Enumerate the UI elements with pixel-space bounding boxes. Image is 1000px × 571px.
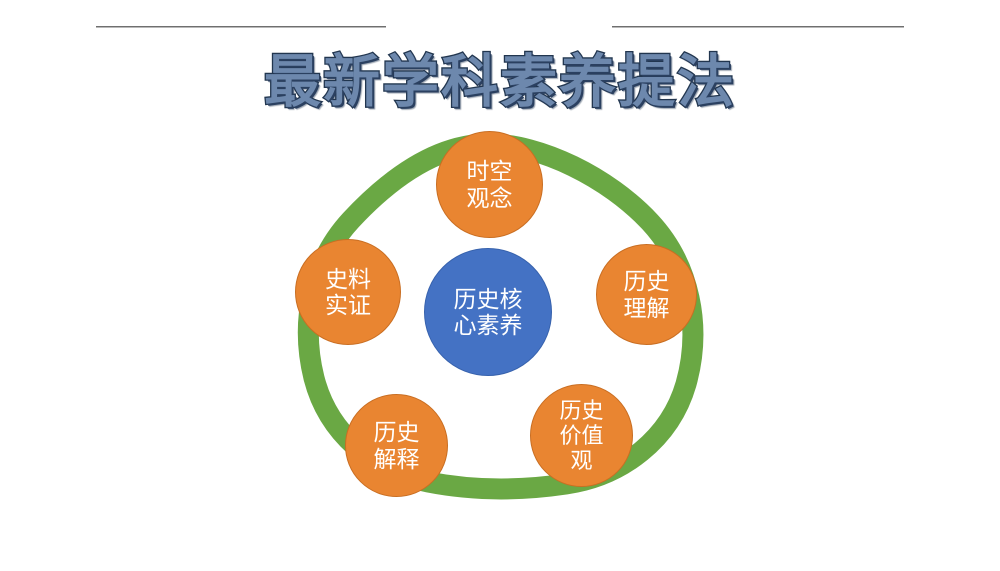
node-label-historical-interpretation: 历史 解释: [373, 419, 420, 472]
node-historical-understanding[interactable]: 历史 理解: [596, 244, 697, 345]
top-rule-right: [612, 26, 904, 28]
top-rule-left: [96, 26, 386, 28]
node-label-time-space-concept: 时空 观念: [466, 158, 513, 211]
node-label-historical-evidence: 史料 实证: [325, 265, 371, 318]
node-historical-values[interactable]: 历史 价值 观: [530, 384, 633, 487]
core-literacy-diagram: 历史核 心素养 时空 观念 历史 理解 历史 价值 观 历史 解释 史料 实证: [278, 122, 724, 510]
page-title: 最新学科素养提法: [263, 49, 736, 115]
center-node-core-literacy[interactable]: 历史核 心素养: [424, 248, 552, 376]
node-historical-evidence[interactable]: 史料 实证: [295, 239, 401, 345]
node-time-space-concept[interactable]: 时空 观念: [436, 131, 543, 238]
title-container: 最新学科素养提法: [0, 49, 1000, 115]
node-label-historical-values: 历史 价值 观: [559, 397, 604, 474]
node-label-historical-understanding: 历史 理解: [623, 268, 670, 321]
center-node-label: 历史核 心素养: [453, 285, 523, 338]
node-historical-interpretation[interactable]: 历史 解释: [345, 394, 448, 497]
